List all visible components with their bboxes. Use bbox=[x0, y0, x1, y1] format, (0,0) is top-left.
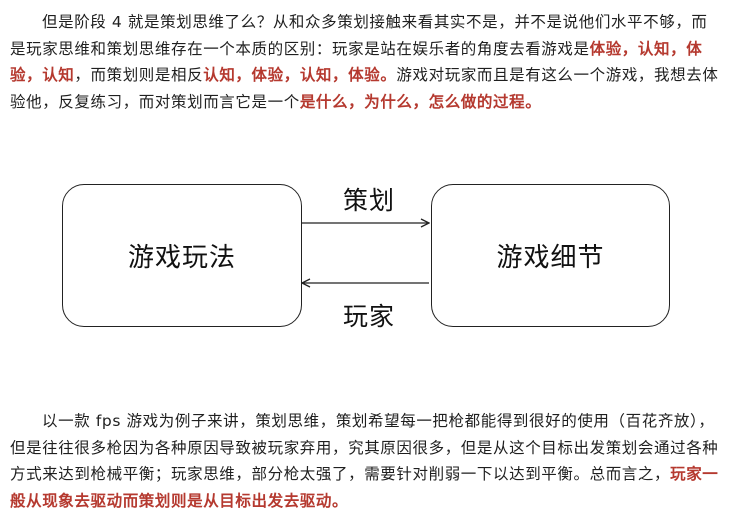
highlighted-text: 是什么，为什么，怎么做的过程。 bbox=[299, 92, 542, 111]
highlighted-text: 认知，体验，认知，体验。 bbox=[203, 66, 397, 84]
highlighted-text: 体验，认知，体验，认知 bbox=[10, 39, 703, 85]
text-segment: 游戏对玩家而且是有这么一个游戏，我想去体验他，反复练习，而对策划而言它是一个 bbox=[10, 66, 719, 111]
text-segment: ，而策划则是相反 bbox=[74, 66, 204, 84]
paragraph-intro: 但是阶段 4 就是策划思维了么？从和众多策划接触来看其实不是，并不是说他们水平不… bbox=[10, 9, 722, 115]
diagram-arrows bbox=[0, 0, 732, 500]
box-game-details: 游戏细节 bbox=[431, 184, 670, 327]
paragraph-example: 以一款 fps 游戏为例子来讲，策划思维，策划希望每一把枪都能得到很好的使用（百… bbox=[10, 408, 722, 514]
text-segment: 但是阶段 4 就是策划思维了么？从和众多策划接触来看其实不是，并不是说他们水平不… bbox=[10, 13, 708, 58]
text-segment: 以一款 fps 游戏为例子来讲，策划思维，策划希望每一把枪都能得到很好的使用（百… bbox=[10, 412, 719, 483]
arrow-label-planner: 策划 bbox=[343, 186, 396, 215]
box-game-details-label: 游戏细节 bbox=[496, 243, 605, 273]
box-gameplay: 游戏玩法 bbox=[62, 184, 302, 327]
box-gameplay-label: 游戏玩法 bbox=[127, 243, 236, 273]
arrow-label-player: 玩家 bbox=[343, 302, 396, 331]
